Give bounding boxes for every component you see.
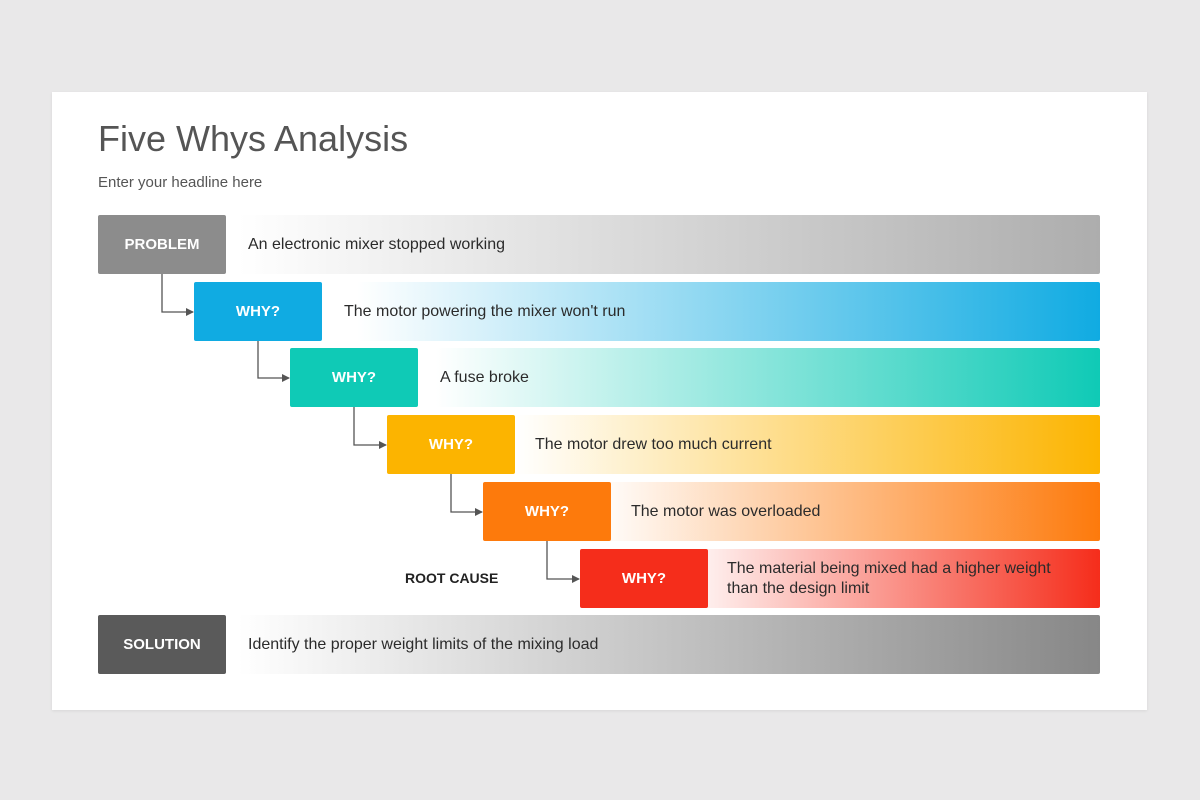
why-bar-2 bbox=[290, 348, 1100, 407]
problem-text: An electronic mixer stopped working bbox=[248, 235, 506, 253]
why-label-box-5: WHY? bbox=[580, 549, 708, 608]
solution-label-box: SOLUTION bbox=[98, 615, 226, 674]
root-cause-label: ROOT CAUSE bbox=[405, 570, 499, 586]
why-label-box-4: WHY? bbox=[483, 482, 611, 541]
why-text-1: The motor powering the mixer won't run bbox=[344, 302, 626, 320]
connector-arrow-5 bbox=[546, 541, 580, 583]
problem-label: PROBLEM bbox=[124, 236, 200, 253]
why-label-5: WHY? bbox=[621, 570, 667, 587]
why-bar-1 bbox=[194, 282, 1100, 341]
connector-arrow-1 bbox=[161, 274, 194, 316]
why-label-4: WHY? bbox=[524, 503, 570, 520]
why-label-1: WHY? bbox=[235, 303, 281, 320]
why-label-box-3: WHY? bbox=[387, 415, 515, 474]
connector-arrow-2 bbox=[257, 341, 290, 382]
why-label-box-1: WHY? bbox=[194, 282, 322, 341]
why-label-2: WHY? bbox=[331, 369, 377, 386]
solution-bar bbox=[98, 615, 1100, 674]
problem-bar bbox=[98, 215, 1100, 274]
why-text-2: A fuse broke bbox=[440, 368, 529, 386]
solution-text: Identify the proper weight limits of the… bbox=[248, 635, 599, 653]
page-subtitle: Enter your headline here bbox=[98, 174, 263, 191]
connector-arrow-4 bbox=[450, 474, 483, 516]
why-text-3: The motor drew too much current bbox=[535, 435, 772, 453]
why-label-box-2: WHY? bbox=[290, 348, 418, 407]
why-label-3: WHY? bbox=[428, 436, 474, 453]
problem-label-box: PROBLEM bbox=[98, 215, 226, 274]
connector-arrow-3 bbox=[353, 407, 387, 449]
why-text-4: The motor was overloaded bbox=[631, 502, 821, 520]
solution-label: SOLUTION bbox=[123, 636, 201, 653]
page-title: Five Whys Analysis bbox=[98, 118, 409, 159]
why-text-5: The material being mixed had a higher we… bbox=[727, 559, 1051, 597]
